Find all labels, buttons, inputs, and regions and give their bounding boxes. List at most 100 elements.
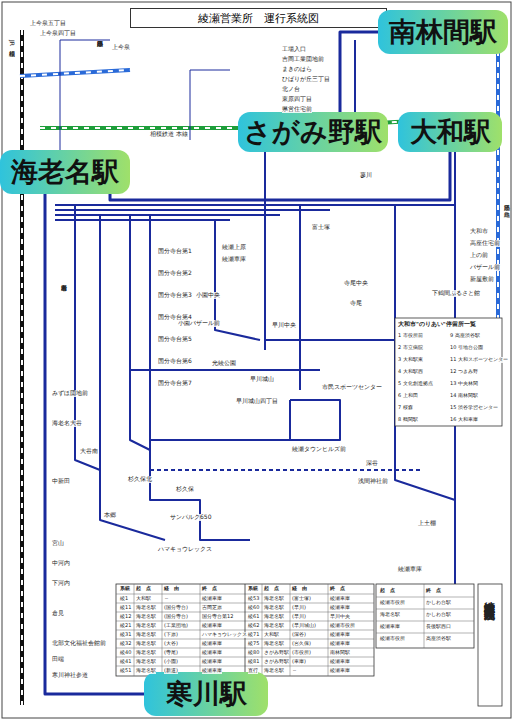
map-label: 海老名駅 (136, 605, 156, 611)
map-label: かしわ台駅 (426, 612, 451, 618)
map-label: (車庫) (292, 659, 306, 665)
map-label: サンパルク650 (170, 514, 211, 521)
vertical-label: JR相模線 (8, 40, 15, 46)
map-label: 綾80 (248, 650, 259, 656)
map-label: 綾11 (120, 605, 131, 611)
map-label: 国分寺台第2 (158, 270, 192, 277)
map-label: まきのはら (282, 66, 312, 73)
map-label: 海老名駅 (136, 632, 156, 638)
map-label: 終 点 (426, 588, 441, 594)
odakyu-railway-dash (497, 40, 499, 330)
map-label: (早川城山) (292, 623, 316, 629)
bus-route-line (299, 205, 301, 390)
map-label: 10 引地台公園 (450, 345, 483, 351)
station-badge: 大和駅 (398, 112, 502, 152)
map-label: 綾瀬車庫 (202, 596, 222, 602)
map-label: 経 由 (292, 586, 307, 592)
map-label: 8 鶴間駅 (398, 417, 418, 423)
map-label: 綾瀬車庫 (222, 256, 246, 263)
bus-route-line (354, 40, 356, 112)
map-label: 綾40 (120, 650, 131, 656)
vertical-label: 綾瀬営業所運行系統図 (483, 592, 495, 602)
stop-list-box (395, 318, 502, 426)
map-label: 系統 (120, 586, 130, 592)
bus-route-line (130, 215, 150, 450)
map-label: 大谷南 (80, 448, 98, 455)
map-label: (新道) (164, 668, 178, 674)
map-label: みずほ団地前 (52, 390, 88, 397)
map-label: 本郷 (104, 512, 116, 519)
map-label: 海老名駅 (136, 659, 156, 665)
bus-route-line (55, 204, 350, 206)
map-label: 1 市役所前 (398, 333, 423, 339)
map-label: ～ (292, 668, 297, 674)
map-label: 倉見 (52, 610, 64, 617)
map-label: 綾1 (120, 596, 128, 602)
map-label: 6 上和田 (398, 393, 418, 399)
map-title: 綾瀬営業所 運行系統図 (130, 8, 387, 28)
map-label: かしわ台駅 (426, 600, 451, 606)
map-label: 2 市立病院 (398, 345, 423, 351)
bus-route-line (55, 219, 230, 221)
map-label: 14 南林間駅 (450, 393, 478, 399)
table-rule (134, 584, 135, 676)
vertical-label: 小田急江ノ島線 (503, 200, 510, 207)
map-label: 綾51 (120, 668, 131, 674)
map-label: (早川) (292, 605, 306, 611)
map-label: 綾瀬車庫 (330, 596, 350, 602)
map-label: 綾瀬車庫 (330, 659, 350, 665)
map-label: 綾瀬車庫 (202, 623, 222, 629)
bus-route-connector (110, 152, 450, 200)
table-rule (200, 584, 201, 676)
table-rule (162, 584, 163, 676)
map-label: 新屋敷前 (470, 276, 494, 283)
map-label: 海老名駅 (136, 614, 156, 620)
map-label: 綾瀬車庫 (202, 641, 222, 647)
map-label: (宮久保) (292, 641, 311, 647)
map-label: 寺尾 (350, 300, 362, 307)
map-label: 吉岡芝原 (202, 605, 222, 611)
map-label: 大和市"のりあい"停留所一覧 (398, 321, 476, 327)
station-name: 大和駅 (410, 114, 491, 150)
map-label: 直行 (248, 668, 258, 674)
bus-route-line (290, 400, 340, 440)
map-label: 綾瀬タウンヒルズ前 (292, 446, 346, 453)
map-label: 海老名駅 (136, 641, 156, 647)
map-label: 上今泉 (112, 44, 130, 51)
map-label: 海老名駅 (264, 623, 284, 629)
map-label: 国分寺台第3 (158, 292, 192, 299)
map-label: (深谷) (292, 632, 306, 638)
map-label: 下河内 (52, 580, 70, 587)
map-label: 綾12 (120, 614, 131, 620)
map-label: 長後駅西口 (426, 624, 451, 630)
map-label: 海老名駅 (136, 668, 156, 674)
map-label: 海老名駅 (264, 614, 284, 620)
map-label: 田端 (52, 656, 64, 663)
map-label: 海老名駅 (264, 605, 284, 611)
map-label: 早川中央 (272, 322, 296, 329)
table-rule (245, 584, 246, 676)
map-label: 小園中央 (196, 292, 220, 299)
station-name: 南林間駅 (389, 14, 497, 50)
table-rule (376, 621, 474, 622)
map-label: ハマキョウレックス (202, 632, 247, 638)
map-label: 上の前 (470, 252, 488, 259)
map-label: (富士塚) (292, 596, 311, 602)
map-label: 綾瀬車庫 (330, 632, 350, 638)
station-name: 寒川駅 (166, 676, 247, 712)
map-label: 寺尾中央 (344, 280, 368, 287)
map-label: 浅間神社前 (358, 478, 388, 485)
map-label: (工業団地) (164, 623, 188, 629)
map-label: 海老名大谷 (52, 420, 82, 427)
bus-route-line (265, 339, 395, 341)
map-label: 吉岡工業団地前 (282, 56, 324, 63)
map-label: 7 桜森 (398, 405, 413, 411)
map-label: 国分寺台第7 (158, 380, 192, 387)
table-rule (262, 584, 263, 676)
table-rule (424, 584, 425, 648)
map-label: 16 大和車庫 (450, 417, 478, 423)
map-label: 小園バザール前 (178, 320, 220, 327)
map-label: バザール前 (470, 264, 500, 271)
